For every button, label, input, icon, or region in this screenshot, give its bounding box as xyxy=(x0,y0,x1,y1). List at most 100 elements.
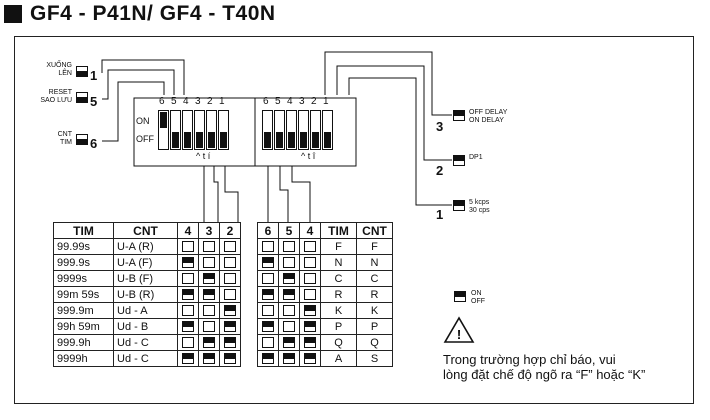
cnt-cell: U-B (R) xyxy=(113,286,178,303)
left-table-header: CNT xyxy=(113,222,178,239)
note-text: Trong trường hợp chỉ báo, vui lòng đặt c… xyxy=(443,352,645,382)
dip-number-label: 1 xyxy=(219,96,225,107)
cnt-cell: N xyxy=(356,254,393,271)
dip-number-label: 2 xyxy=(311,96,317,107)
switch-state-cell xyxy=(198,270,220,287)
legend-switch-icon xyxy=(454,291,466,302)
tim-cell: 999.9s xyxy=(53,254,114,271)
cnt-cell: Ud - C xyxy=(113,334,178,351)
dip-switch-slot xyxy=(322,110,333,150)
switch-state-cell xyxy=(299,254,321,271)
wire-sw5 xyxy=(279,166,289,222)
dip-off-label: OFF xyxy=(136,134,154,144)
cnt-cell: U-A (R) xyxy=(113,238,178,255)
dip-switch-slot xyxy=(194,110,205,150)
wire-left-1 xyxy=(101,59,185,95)
switch-state-cell xyxy=(198,254,220,271)
tim-cell: 99m 59s xyxy=(53,286,114,303)
switch-state-cell xyxy=(177,318,199,335)
tim-cell: 9999s xyxy=(53,270,114,287)
switch-state-cell xyxy=(257,318,279,335)
tim-cell: 999.9m xyxy=(53,302,114,319)
cnt-cell: Ud - B xyxy=(113,318,178,335)
switch-state-cell xyxy=(219,286,241,303)
tim-cell: P xyxy=(320,318,357,335)
right-table-header: 5 xyxy=(278,222,300,239)
note-line-2: lòng đặt chế độ ngõ ra “F” hoặc “K” xyxy=(443,367,646,382)
tim-cell: F xyxy=(320,238,357,255)
selector-number: 6 xyxy=(90,136,98,151)
tim-cell: 99.99s xyxy=(53,238,114,255)
tim-cell: 99h 59m xyxy=(53,318,114,335)
selector-number: 1 xyxy=(436,207,444,222)
warning-icon xyxy=(443,316,475,343)
selector-switch-icon xyxy=(76,92,88,103)
cnt-cell: Ud - C xyxy=(113,350,178,367)
left-table-header: 2 xyxy=(219,222,241,239)
switch-state-cell xyxy=(278,254,300,271)
dip-on-label: ON xyxy=(136,116,150,126)
switch-state-cell xyxy=(219,302,241,319)
dip-switch-slot xyxy=(286,110,297,150)
note-line-1: Trong trường hợp chỉ báo, vui xyxy=(443,352,616,367)
wire-right-2 xyxy=(336,65,452,161)
switch-state-cell xyxy=(257,350,279,367)
switch-state-cell xyxy=(299,238,321,255)
dip-number-label: 2 xyxy=(207,96,213,107)
cnt-cell: C xyxy=(356,270,393,287)
cnt-cell: Ud - A xyxy=(113,302,178,319)
cnt-cell: S xyxy=(356,350,393,367)
switch-state-cell xyxy=(278,350,300,367)
left-table-header: TIM xyxy=(53,222,114,239)
tim-cell: 999.9h xyxy=(53,334,114,351)
switch-state-cell xyxy=(257,254,279,271)
switch-state-cell xyxy=(257,238,279,255)
wire-right-3 xyxy=(324,51,452,116)
switch-state-cell xyxy=(257,286,279,303)
tim-cell: A xyxy=(320,350,357,367)
switch-state-cell xyxy=(278,286,300,303)
tim-cell: K xyxy=(320,302,357,319)
tim-cell: C xyxy=(320,270,357,287)
switch-state-cell xyxy=(198,302,220,319)
switch-state-cell xyxy=(278,270,300,287)
switch-state-cell xyxy=(278,318,300,335)
right-selector-label: DP1 xyxy=(469,154,483,161)
switch-state-cell xyxy=(177,238,199,255)
dip-switch-slot xyxy=(170,110,181,150)
switch-state-cell xyxy=(257,302,279,319)
switch-state-cell xyxy=(198,318,220,335)
right-table-header: 6 xyxy=(257,222,279,239)
switch-state-cell xyxy=(219,318,241,335)
left-table-header: 3 xyxy=(198,222,220,239)
switch-state-cell xyxy=(257,334,279,351)
switch-state-cell xyxy=(278,334,300,351)
tim-cell: Q xyxy=(320,334,357,351)
switch-state-cell xyxy=(299,270,321,287)
warning-mark: ! xyxy=(457,327,461,342)
selector-number: 1 xyxy=(90,68,98,83)
dip-number-label: 6 xyxy=(263,96,269,107)
cnt-cell: P xyxy=(356,318,393,335)
selector-switch-icon xyxy=(76,66,88,77)
switch-state-cell xyxy=(278,302,300,319)
selector-number: 3 xyxy=(436,119,444,134)
dip-number-label: 3 xyxy=(195,96,201,107)
dip-switch-slot xyxy=(206,110,217,150)
selector-number: 5 xyxy=(90,94,98,109)
wire-right-1 xyxy=(348,77,452,206)
switch-state-cell xyxy=(278,238,300,255)
dip-right-caption: ^ t î xyxy=(301,151,316,161)
wire-sw3 xyxy=(213,166,219,222)
tim-cell: N xyxy=(320,254,357,271)
switch-state-cell xyxy=(219,270,241,287)
